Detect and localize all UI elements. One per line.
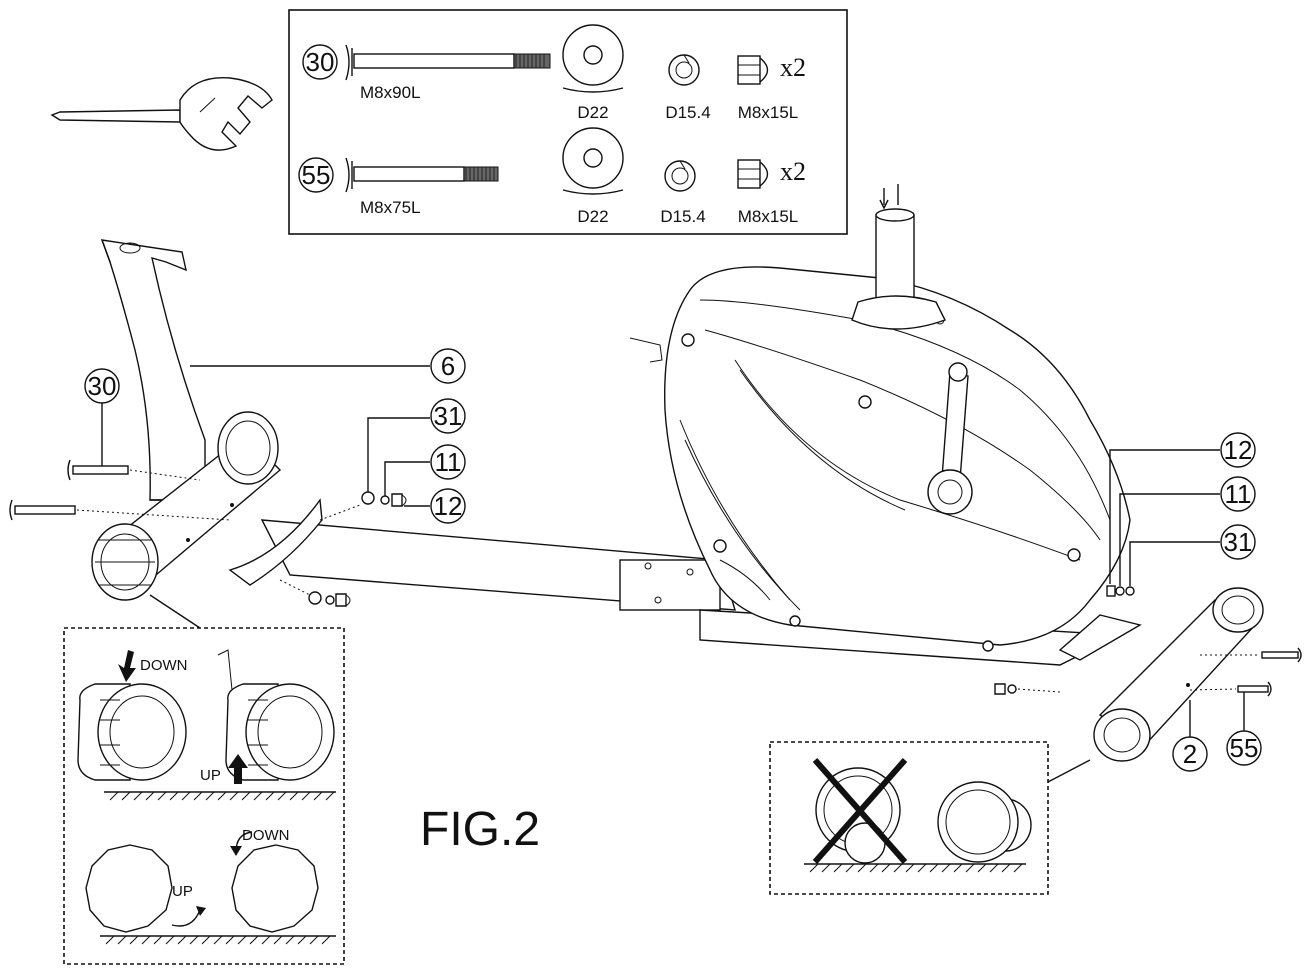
wheel-front-view-icon	[231, 844, 319, 933]
bolt-size-label: M8x90L	[360, 83, 420, 102]
down-arrow-icon	[118, 650, 136, 682]
spring-washer-label: D15.4	[660, 207, 705, 226]
bike-body-shroud	[664, 266, 1131, 652]
spring-washer-label: D15.4	[665, 103, 710, 122]
spring-washer-icon	[664, 160, 696, 192]
front-bolt-lower	[9, 499, 361, 521]
callout-number: 55	[302, 160, 331, 190]
washer-icon	[562, 127, 624, 195]
callout-rear-bolt: 55	[1226, 692, 1262, 766]
hardware-row-2: 55 M8x75L D22 D15.4	[298, 127, 806, 226]
down-label: DOWN	[242, 827, 290, 844]
svg-text:31: 31	[1224, 527, 1253, 557]
detail-box-wheel-adjust: DOWN UP UP DOWN	[63, 594, 345, 965]
washer-label: D22	[577, 103, 608, 122]
rear-bolt-upper	[1200, 647, 1302, 663]
right-washer-set	[1106, 585, 1135, 597]
wheel-side-view-icon	[77, 683, 187, 781]
svg-text:6: 6	[441, 351, 455, 381]
handlebar-post	[629, 184, 946, 363]
callout-number: 30	[306, 47, 335, 77]
callout-left-spring-washer: 11	[384, 444, 466, 496]
cap-nut-icon	[737, 159, 769, 189]
callout-left-nut: 12	[404, 488, 466, 524]
callout-rear-stabilizer: 2	[1172, 700, 1208, 772]
front-stabilizer	[91, 411, 282, 601]
quantity-label: x2	[780, 53, 806, 82]
svg-text:12: 12	[1224, 435, 1253, 465]
rotate-arrow-icon	[171, 909, 201, 927]
bolt-size-label: M8x75L	[360, 198, 420, 217]
incorrect-wheel-icon	[812, 758, 908, 864]
front-bolt-upper	[67, 459, 201, 481]
callout-seat-post: 6	[190, 348, 466, 384]
up-arrow-icon	[228, 754, 248, 784]
svg-text:2: 2	[1183, 739, 1197, 769]
bolt-icon	[345, 44, 551, 81]
left-washer-set-upper	[361, 491, 407, 507]
callout-front-bolt: 30	[84, 368, 120, 466]
callout-circle	[302, 44, 338, 80]
cap-nut-icon	[737, 55, 769, 85]
svg-text:11: 11	[1225, 479, 1252, 509]
up-label: UP	[172, 883, 193, 900]
figure-label: FIG.2	[420, 803, 540, 856]
washer-label: D22	[577, 207, 608, 226]
nut-label: M8x15L	[738, 103, 798, 122]
multi-tool-icon	[50, 76, 273, 151]
svg-text:55: 55	[1230, 733, 1259, 763]
svg-text:12: 12	[434, 491, 463, 521]
down-label: DOWN	[140, 657, 188, 674]
rear-stabilizer	[1093, 587, 1264, 762]
svg-text:11: 11	[435, 447, 462, 477]
crank-arm	[927, 362, 973, 515]
seat-post	[100, 239, 206, 501]
svg-text:31: 31	[434, 401, 463, 431]
correct-wheel-icon	[937, 781, 1032, 863]
up-label: UP	[200, 767, 221, 784]
spring-washer-icon	[668, 54, 700, 86]
quantity-label: x2	[780, 157, 806, 186]
callout-circle	[298, 157, 334, 193]
wheel-front-view-icon	[85, 844, 173, 933]
hardware-box: 30 M8x90L D22 D15.4	[288, 9, 848, 235]
callout-right-washer: 31	[1129, 524, 1256, 586]
rear-bolt-lower	[1189, 681, 1272, 697]
hardware-row-1: 30 M8x90L D22 D15.4	[302, 24, 806, 122]
right-lower-nut	[994, 683, 1061, 695]
callout-right-nut: 12	[1109, 432, 1256, 584]
callout-left-washer: 31	[367, 398, 466, 492]
washer-icon	[562, 24, 624, 93]
nut-label: M8x15L	[738, 207, 798, 226]
svg-text:30: 30	[88, 371, 117, 401]
detail-box-wheel-contact	[769, 741, 1091, 895]
left-washer-set-lower	[279, 579, 351, 607]
bolt-icon	[345, 157, 499, 193]
callout-right-spring-washer: 11	[1119, 476, 1256, 586]
